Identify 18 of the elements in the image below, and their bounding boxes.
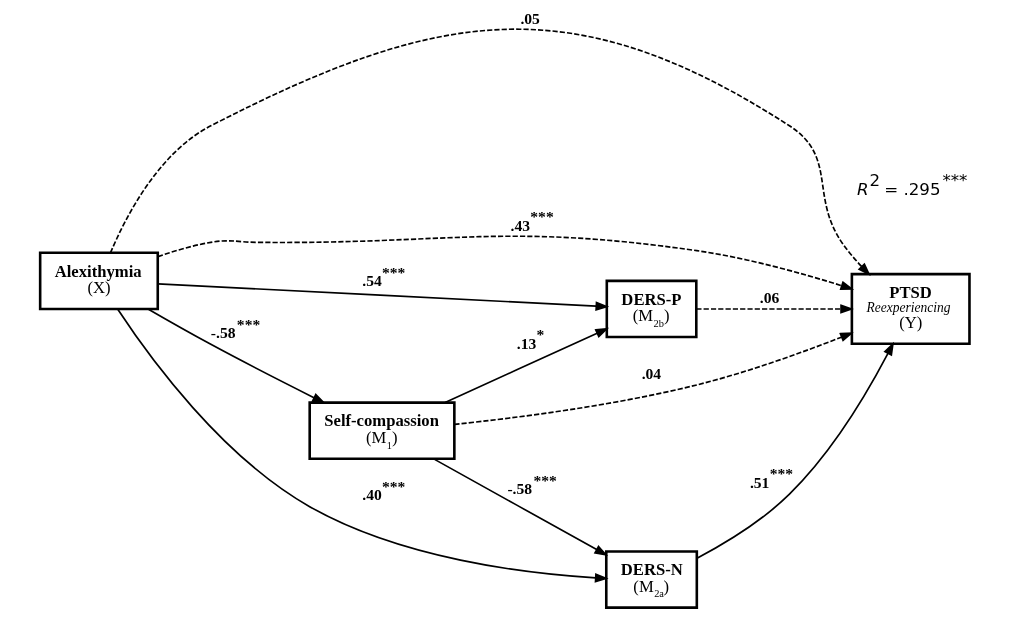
node-box: PTSD Reexperiencing (Y) [850, 272, 971, 346]
arrow [453, 332, 854, 426]
arrow [116, 308, 609, 583]
arrow [109, 28, 871, 276]
arrow [432, 458, 609, 556]
edge-label: .04 [641, 364, 662, 382]
arrow [157, 235, 855, 291]
node-box: Alexithymia (X) [38, 251, 160, 311]
arrow [444, 327, 610, 404]
node-box: Self-compassion (M$_{1}$) [308, 401, 456, 461]
arrow [696, 341, 895, 560]
arrow [147, 308, 326, 404]
edge-label: .05 [520, 9, 540, 27]
edge-label: .06 [759, 288, 780, 306]
arrow [695, 304, 854, 314]
arrow [157, 283, 610, 311]
node-box: DERS-N (M$_{2a}$) [605, 550, 699, 609]
node-box: DERS-P (M$_{2b}$) [605, 279, 698, 339]
